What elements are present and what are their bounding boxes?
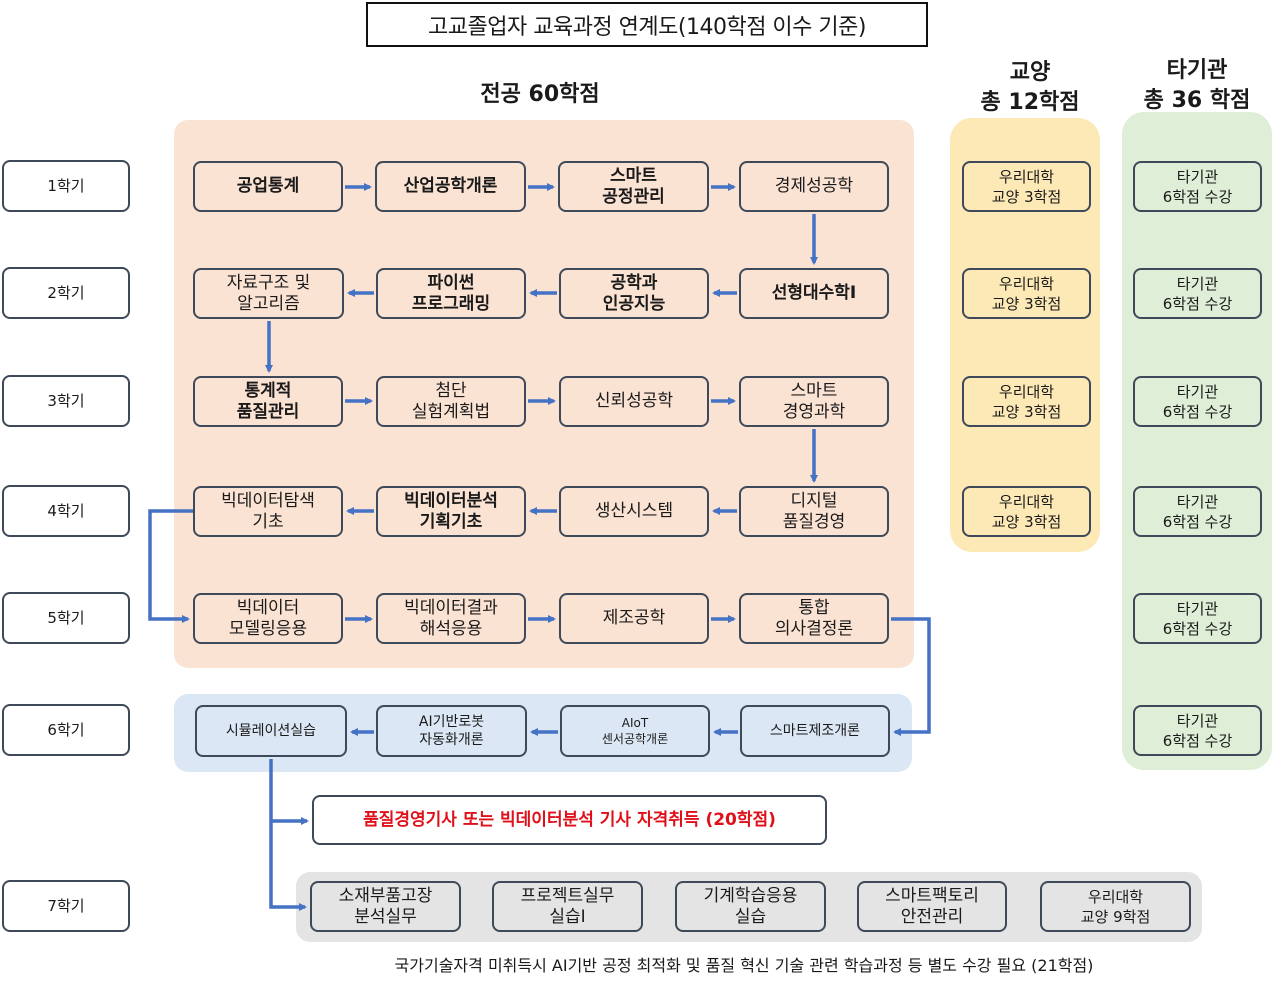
course-project-practice: 프로젝트실무 실습I — [492, 881, 643, 932]
arrow — [891, 617, 931, 736]
course-aiot-sensor-engineering: AIoT 센서공학개론 — [560, 705, 710, 757]
arrow — [269, 759, 307, 911]
course-statistical-quality-control: 통계적 품질관리 — [193, 376, 343, 427]
liberal-item: 우리대학 교양 3학점 — [962, 161, 1091, 212]
course-intro-industrial-engineering: 산업공학개론 — [375, 161, 526, 212]
course-big-data-result-interpretation: 빅데이터결과 해석응용 — [376, 593, 526, 644]
liberal-item: 우리대학 교양 3학점 — [962, 486, 1091, 537]
course-simulation-practice: 시뮬레이션실습 — [195, 705, 347, 757]
course-python-programming: 파이썬 프로그래밍 — [376, 268, 526, 319]
liberal-item: 우리대학 교양 3학점 — [962, 268, 1091, 319]
course-reliability-engineering: 신뢰성공학 — [559, 376, 709, 427]
course-machine-learning-practice: 기계학습응용 실습 — [675, 881, 826, 932]
semester-label-4: 4학기 — [2, 485, 130, 537]
course-materials-failure-analysis: 소재부품고장 분석실무 — [310, 881, 461, 932]
course-digital-quality-management: 디지털 품질경영 — [739, 486, 889, 537]
other-institution-item: 타기관 6학점 수강 — [1133, 593, 1262, 644]
course-integrated-decision-making: 통합 의사결정론 — [739, 593, 889, 644]
course-linear-algebra: 선형대수학I — [739, 268, 889, 319]
course-smart-process-management: 스마트 공정관리 — [558, 161, 709, 212]
arrow — [148, 509, 193, 623]
other-institution-panel — [1122, 112, 1272, 770]
certification-note: 품질경영기사 또는 빅데이터분석 기사 자격취득 (20학점) — [312, 795, 827, 845]
course-manufacturing-engineering: 제조공학 — [559, 593, 709, 644]
course-data-structures-algorithms: 자료구조 및 알고리즘 — [193, 268, 344, 319]
course-smart-management-science: 스마트 경영과학 — [739, 376, 889, 427]
other-institution-item: 타기관 6학점 수강 — [1133, 705, 1262, 756]
course-engineering-and-ai: 공학과 인공지능 — [559, 268, 709, 319]
course-big-data-exploration-basics: 빅데이터탐색 기초 — [193, 486, 343, 537]
semester-label-7: 7학기 — [2, 880, 130, 932]
liberal-item: 우리대학 교양 3학점 — [962, 376, 1091, 427]
other-institution-item: 타기관 6학점 수강 — [1133, 486, 1262, 537]
major-header: 전공 60학점 — [480, 82, 600, 107]
semester-label-2: 2학기 — [2, 267, 130, 319]
semester-label-6: 6학기 — [2, 704, 130, 756]
semester-label-1: 1학기 — [2, 160, 130, 212]
semester-label-5: 5학기 — [2, 592, 130, 644]
other-institution-item: 타기관 6학점 수강 — [1133, 161, 1262, 212]
liberal-header: 교양 총 12학점 — [980, 60, 1080, 115]
other-institution-item: 타기관 6학점 수강 — [1133, 376, 1262, 427]
course-smart-manufacturing-intro: 스마트제조개론 — [740, 705, 890, 757]
other-institution-item: 타기관 6학점 수강 — [1133, 268, 1262, 319]
diagram-title: 고교졸업자 교육과정 연계도(140학점 이수 기준) — [366, 2, 928, 47]
semester-label-3: 3학기 — [2, 375, 130, 427]
course-industrial-statistics: 공업통계 — [193, 161, 343, 212]
course-ai-robot-automation: AI기반로봇 자동화개론 — [376, 705, 527, 757]
course-advanced-experimental-design: 첨단 실험계획법 — [376, 376, 526, 427]
course-big-data-analysis-planning: 빅데이터분석 기획기초 — [376, 486, 526, 537]
course-smart-factory-safety: 스마트팩토리 안전관리 — [857, 881, 1007, 932]
course-engineering-economics: 경제성공학 — [739, 161, 889, 212]
course-production-systems: 생산시스템 — [559, 486, 709, 537]
footnote: 국가기술자격 미취득시 AI기반 공정 최적화 및 품질 혁신 기술 관련 학습… — [394, 956, 1094, 975]
course-big-data-modeling-application: 빅데이터 모델링응용 — [193, 593, 343, 644]
course-liberal-9-credits: 우리대학 교양 9학점 — [1040, 881, 1191, 932]
